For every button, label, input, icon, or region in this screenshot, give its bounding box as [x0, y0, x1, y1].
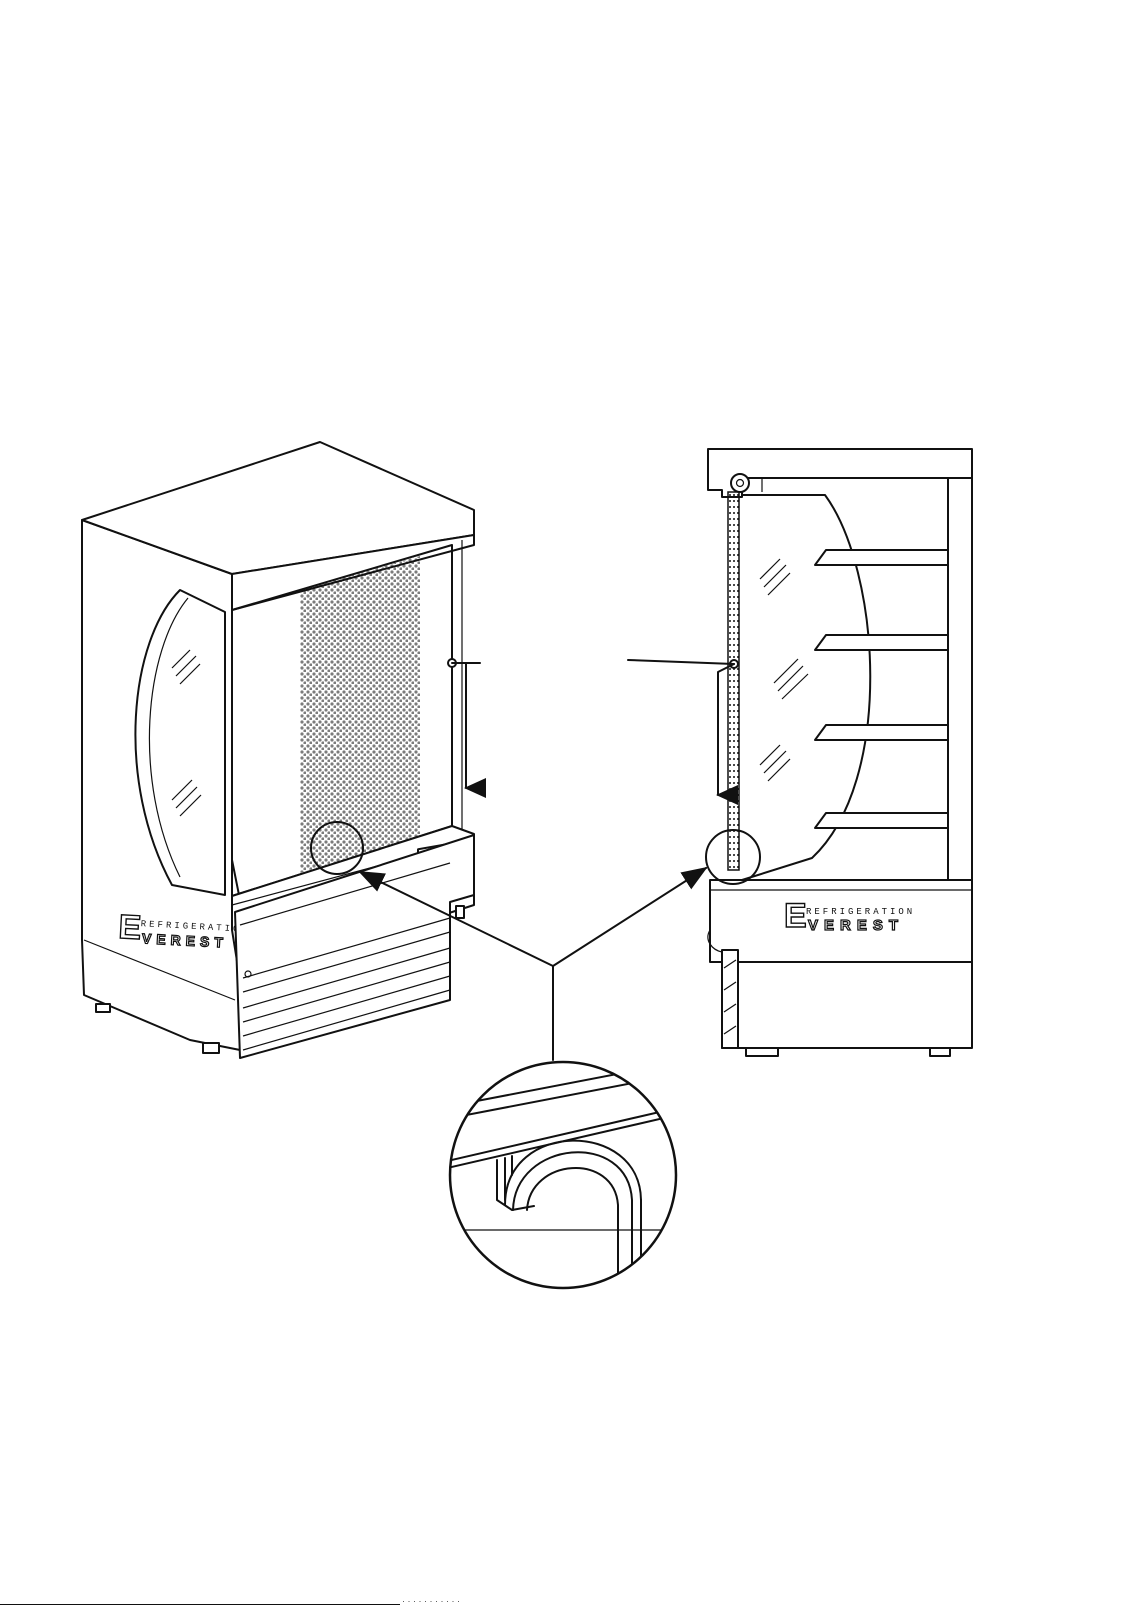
footer-rule — [0, 1604, 400, 1605]
drain-detail-view — [430, 1060, 690, 1290]
side-view: E REFRIGERATION VEREST — [706, 449, 972, 1056]
svg-text:E: E — [784, 897, 807, 935]
shelves — [815, 550, 948, 828]
perspective-view: E REFRIGERATION VEREST — [82, 442, 474, 1058]
svg-text:E: E — [118, 908, 143, 947]
page-footer: · · · · · · · · · · · — [0, 1604, 1147, 1620]
svg-text:VEREST: VEREST — [808, 917, 904, 934]
footer-text: · · · · · · · · · · · — [402, 1596, 460, 1606]
svg-text:REFRIGERATION: REFRIGERATION — [806, 907, 915, 917]
side-glass-reflection — [760, 559, 808, 781]
